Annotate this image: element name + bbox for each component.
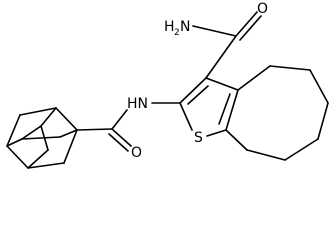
bond-ad-4 [6,145,29,169]
bond-co-o-2 [108,133,129,152]
bond-ad-7 [59,129,78,138]
bond-ring7-7 [225,129,248,151]
bond-ring7-4 [317,102,329,140]
bond-ad-1 [55,107,78,131]
molecule-drawing: H 2 N O HN S O [6,1,329,169]
carbonyl-oxygen-bottom-label: O [131,145,142,161]
bond-ad-8 [21,136,61,140]
bond-ad-13 [27,149,49,169]
bond-ad-12 [40,125,49,151]
bond-c-o-top-1 [235,11,258,37]
bond-c2-c3-inner [187,85,209,105]
bond-ad-3 [6,114,21,147]
bond-ring7-3 [309,69,329,104]
carbonyl-oxygen-top-label: O [257,1,268,17]
bond-ad-2 [19,107,57,116]
bond-c3a-c7a-inner [218,93,231,125]
bond-c-o-top-2 [239,15,262,41]
bond-ad-9 [6,138,23,147]
bond-ad-5 [27,162,65,169]
bond-ring7-1 [237,65,271,91]
bond-c7a-s [206,129,227,137]
bond-ad-6 [63,129,78,164]
bond-c-ring [205,35,237,79]
bond-co-adamantyl [76,128,113,131]
thiophene-sulfur-label: S [194,130,203,146]
amide-nh2-subscript-label: 2 [174,28,180,38]
bond-c3a-c7a [225,89,239,131]
bond-ring7-6 [246,149,286,161]
bond-c-nh2 [192,25,237,37]
bond-ring7-2 [269,65,311,71]
bond-co-o-1 [111,128,132,147]
bond-c3-c3a [205,77,239,91]
bond-s-c2 [179,102,193,131]
bond-ad-10 [40,107,57,127]
amide-nh2-n-label: N [180,19,190,35]
structure-diagram: H 2 N O HN S O [6,1,329,169]
bond-c2-c3 [179,77,207,104]
nh-link-label: HN [127,96,148,112]
bond-ad-11 [21,125,42,140]
bond-nh-co [111,109,128,130]
amide-nh2-h-label: H [164,19,175,35]
bond-ring7-5 [284,138,319,161]
